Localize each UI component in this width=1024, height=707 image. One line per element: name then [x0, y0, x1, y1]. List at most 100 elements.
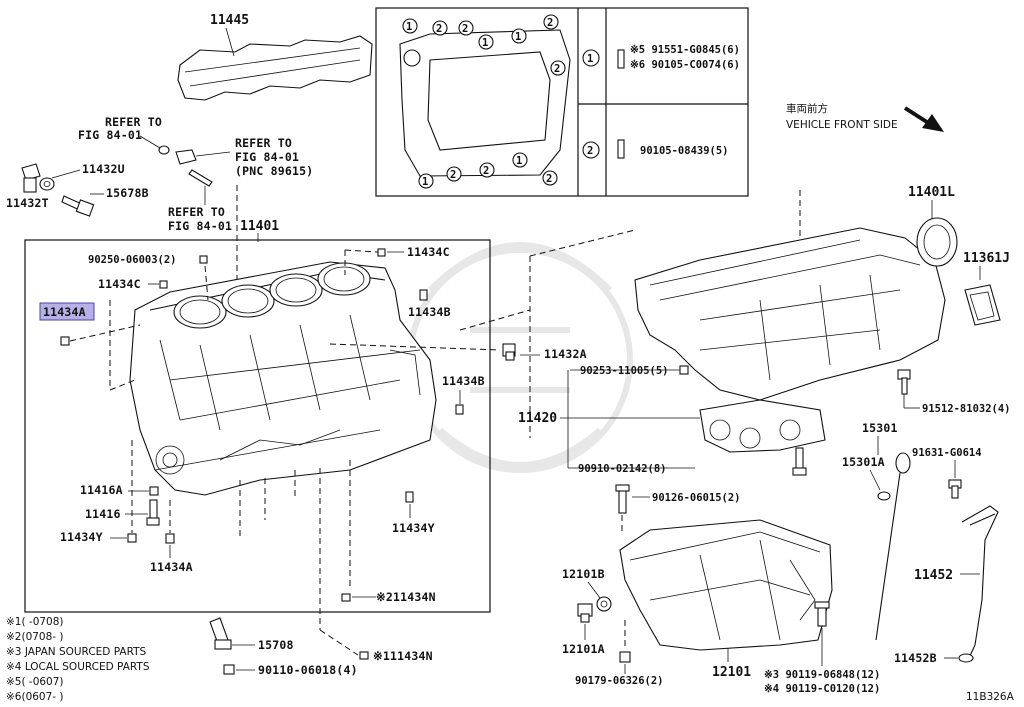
label-11434n-lower: ※111434N [373, 649, 433, 663]
plug-11432a[interactable] [502, 343, 516, 361]
part-11445-cover[interactable] [177, 35, 373, 101]
refer-label-3b[interactable]: FIG 84-01 [168, 219, 232, 233]
plug-11434y-right[interactable] [405, 491, 414, 503]
label-90179: 90179-06326(2) [575, 675, 664, 687]
bolt-90253[interactable] [679, 365, 689, 375]
inset-bolt-pattern-panel [375, 7, 749, 197]
label-11434n-upper: ※211434N [376, 590, 436, 604]
refer-label-2b[interactable]: FIG 84-01 [235, 150, 299, 164]
svg-text:2: 2 [436, 23, 442, 35]
label-90110: 90110-06018(4) [258, 663, 358, 677]
label-11432u: 11432U [82, 162, 125, 176]
plug-11434b-right[interactable] [455, 404, 464, 415]
bolt-11416[interactable] [146, 499, 160, 526]
gasket-11432u[interactable] [39, 177, 55, 191]
svg-text:2: 2 [462, 23, 468, 35]
drain-plug-12101a[interactable] [577, 603, 593, 623]
label-15301a: 15301A [842, 455, 885, 469]
label-11401: 11401 [240, 219, 279, 234]
o-ring-15301a[interactable] [877, 491, 891, 501]
plug-11434b-top[interactable] [419, 289, 428, 301]
refer-label-1a[interactable]: REFER TO [105, 115, 162, 129]
label-90250: 90250-06003(2) [88, 254, 177, 266]
label-11445: 11445 [210, 13, 249, 28]
footnotes: ※1( -0708) ※2(0708- ) ※3 JAPAN SOURCED P… [6, 616, 150, 703]
plug-11434c-left[interactable] [159, 280, 168, 289]
label-11416: 11416 [85, 507, 121, 521]
svg-text:2: 2 [450, 169, 456, 181]
cylinder-block-group-box [24, 239, 491, 613]
figure-code: 11B326A [966, 691, 1015, 703]
label-11434y-left: 11434Y [60, 530, 103, 544]
label-11432a: 11432A [544, 347, 587, 361]
plug-11434a-bottom[interactable] [165, 533, 175, 544]
plug-11434c-top[interactable] [377, 248, 386, 257]
svg-text:2: 2 [547, 17, 553, 29]
inset-part-90105-08439[interactable]: 90105-08439(5) [640, 145, 729, 157]
refer-label-3a[interactable]: REFER TO [168, 205, 225, 219]
dipstick-guide-11452[interactable] [961, 505, 999, 661]
label-11434b-right: 11434B [442, 374, 485, 388]
label-90119-japan: ※3 90119-06848(12) [764, 669, 880, 681]
stud-part[interactable] [188, 169, 213, 187]
refer-label-1b[interactable]: FIG 84-01 [78, 128, 142, 142]
svg-text:2: 2 [587, 145, 593, 157]
dowel-11416a[interactable] [149, 486, 159, 496]
footnote-1: ※1( -0708) [6, 616, 64, 628]
inset-row-1: 1 ※5 91551-G0845(6) ※6 90105-C0074(6) [582, 44, 740, 71]
inset-part-91551[interactable]: ※5 91551-G0845(6) [630, 44, 740, 56]
grommet-part[interactable] [158, 145, 170, 155]
bolt-90179[interactable] [619, 651, 631, 663]
bolt-90910[interactable] [792, 447, 807, 476]
label-15678b: 15678B [106, 186, 149, 200]
pin-90250[interactable] [199, 255, 208, 264]
plug-11432t[interactable] [21, 163, 41, 193]
oil-pan-12101[interactable] [619, 519, 833, 651]
drain-gasket-12101b[interactable] [596, 596, 612, 612]
label-91512: 91512-81032(4) [922, 403, 1011, 415]
plug-11434y-left[interactable] [127, 533, 137, 543]
oil-pressure-switch-part[interactable] [175, 149, 197, 165]
svg-text:1: 1 [406, 21, 412, 33]
plug-11434a-left[interactable] [60, 336, 70, 346]
label-12101b: 12101B [562, 567, 605, 581]
knock-sensor-15708[interactable] [209, 617, 232, 650]
highlighted-part-11434a[interactable] [39, 302, 95, 321]
label-90910: 90910-02142(8) [578, 463, 667, 475]
label-91631: 91631-G0614 [912, 447, 982, 459]
label-11361j: 11361J [963, 251, 1010, 266]
svg-text:1: 1 [515, 31, 521, 43]
label-12101: 12101 [712, 665, 751, 680]
svg-text:1: 1 [516, 155, 522, 167]
bolt-91631[interactable] [948, 479, 962, 499]
bolt-90119[interactable] [814, 601, 830, 627]
vehicle-front-label-en: VEHICLE FRONT SIDE [786, 119, 898, 131]
oil-seal-11401l[interactable] [916, 217, 958, 267]
crankcase-11420[interactable] [634, 227, 946, 453]
bolt-91512[interactable] [897, 369, 911, 395]
inset-callouts: 1 2 2 1 1 2 2 1 2 2 1 2 [402, 14, 566, 189]
svg-text:1: 1 [482, 37, 488, 49]
footnote-3: ※3 JAPAN SOURCED PARTS [6, 646, 147, 658]
label-11434c-left: 11434C [98, 277, 141, 291]
inset-part-90105-c0074[interactable]: ※6 90105-C0074(6) [630, 59, 740, 71]
cover-11361j[interactable] [964, 284, 1001, 326]
plug-11434n-upper[interactable] [341, 593, 351, 602]
footnote-4: ※4 LOCAL SOURCED PARTS [6, 661, 150, 673]
vehicle-front-label-jp: 車両前方 [786, 102, 828, 115]
svg-text:2: 2 [546, 173, 552, 185]
footnote-2: ※2(0708- ) [6, 631, 64, 643]
o-ring-11452b[interactable] [958, 653, 974, 663]
label-15301: 15301 [862, 421, 898, 435]
refer-label-2c[interactable]: (PNC 89615) [235, 164, 313, 178]
label-11416a: 11416A [80, 483, 123, 497]
bolt-15678b[interactable] [61, 195, 95, 217]
background-watermark [407, 242, 633, 473]
bolt-90110[interactable] [223, 664, 235, 675]
label-11420: 11420 [518, 411, 557, 426]
cylinder-block-11401[interactable] [129, 261, 437, 496]
plug-11434n-lower[interactable] [359, 651, 369, 660]
bolt-90126[interactable] [615, 484, 630, 514]
dipstick-15301[interactable] [875, 452, 911, 641]
refer-label-2a[interactable]: REFER TO [235, 136, 292, 150]
